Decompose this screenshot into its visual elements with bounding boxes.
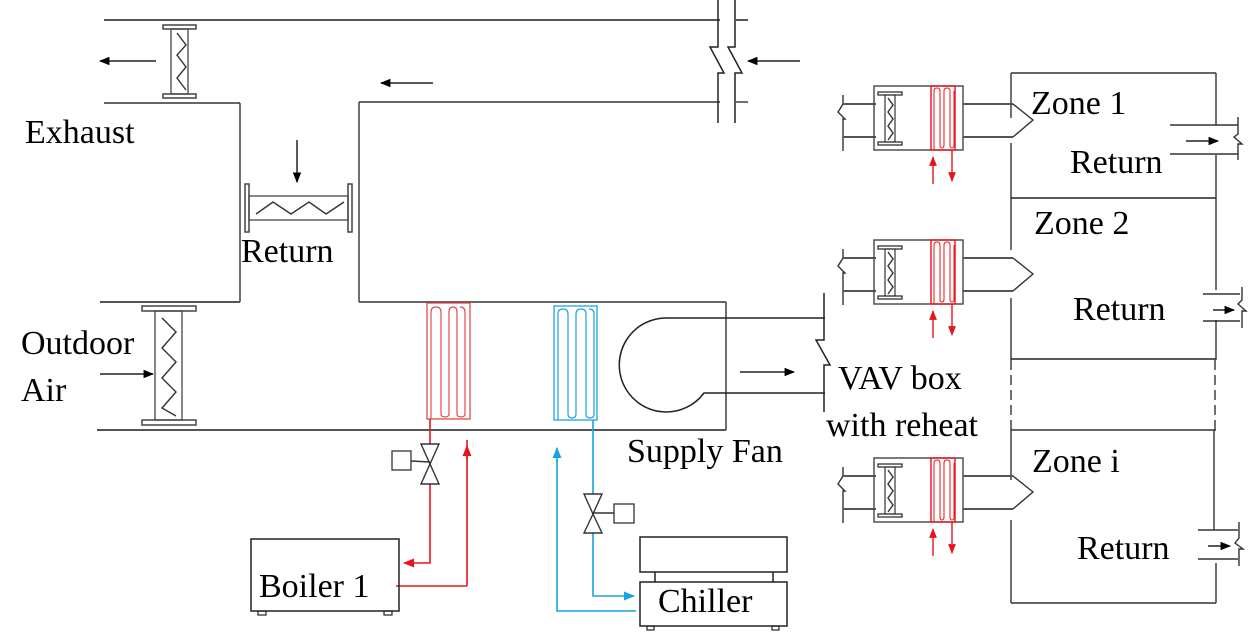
exhaust-damper [162,24,197,99]
vav-box-2 [837,239,1035,338]
heating-coil [426,302,471,420]
supply-duct-break [814,293,832,412]
zone-2-label: Zone 2 [1034,205,1129,242]
outdoor-air-damper [141,305,197,426]
outdoor-air-label-line1: Outdoor [21,325,135,362]
zone-i-return-grille [1198,522,1246,566]
vav-label-line1: VAV box [838,360,962,397]
ahu-bottom-duct [97,302,727,431]
heating-valve [391,443,441,485]
vav-boxes [837,85,1035,556]
return-damper [244,183,353,233]
zone-2-return-grille [1203,287,1248,328]
zone-1-return-label: Return [1070,144,1163,181]
cooling-coil [553,305,598,421]
zone-1-label: Zone 1 [1031,85,1126,122]
exhaust-label: Exhaust [25,114,135,151]
hot-water-loop [396,419,472,587]
duct-break-symbol [708,0,744,123]
airflow-arrows [98,56,800,379]
return-duct-top [100,19,748,303]
chiller: Chiller [639,536,788,631]
boiler-label: Boiler 1 [259,568,369,605]
chiller-label: Chiller [658,583,753,620]
cooling-valve [582,493,635,534]
cooling-valve-actuator [613,503,635,524]
vav-label-line2: with reheat [826,407,979,444]
zones-building [1010,72,1217,604]
chilled-water-loop [552,420,636,612]
zone-i-label: Zone i [1032,443,1120,480]
supply-fan-label: Supply Fan [627,433,783,470]
heating-valve-actuator [391,450,412,471]
zone-1-return-grille [1170,117,1244,160]
boiler: Boiler 1 [250,538,400,616]
vav-box-1 [837,85,1035,184]
return-main-label: Return [241,233,334,270]
zone-2-return-label: Return [1073,291,1166,328]
supply-fan [618,317,825,413]
zone-i-return-label: Return [1077,530,1170,567]
vav-box-3 [837,457,1035,556]
outdoor-air-label-line2: Air [21,372,67,409]
